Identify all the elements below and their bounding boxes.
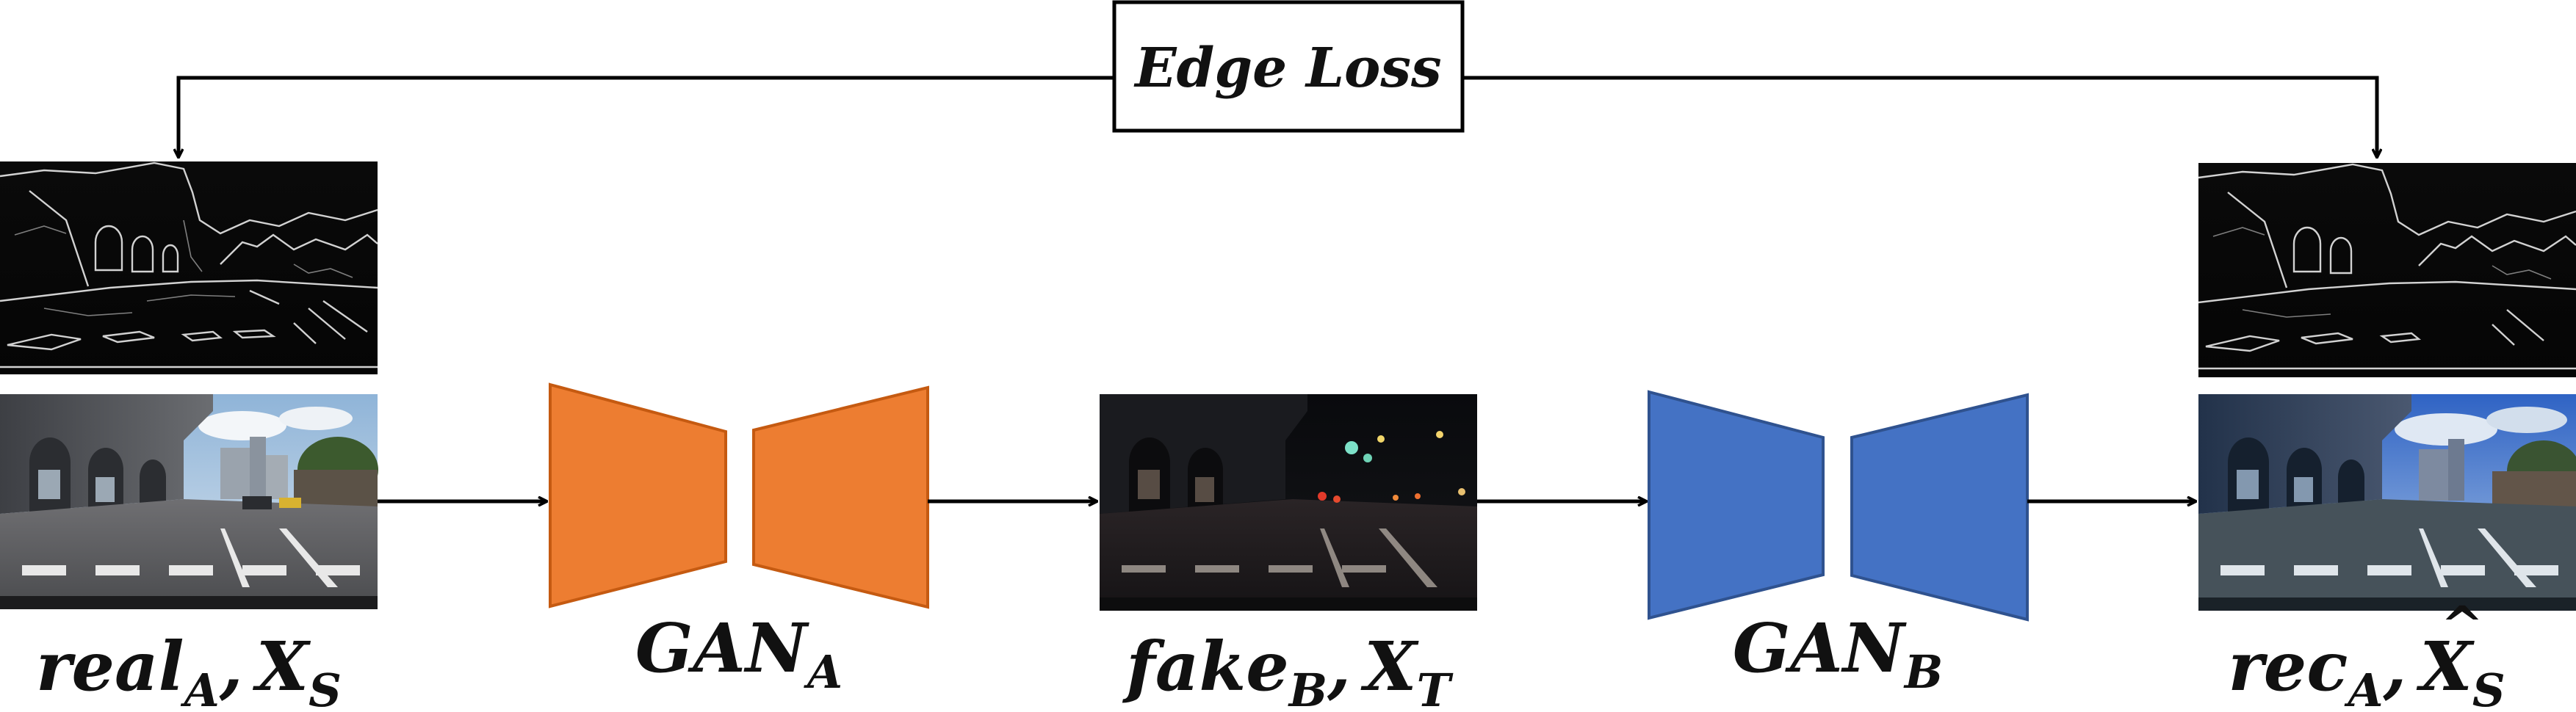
edge-map-real <box>0 161 378 374</box>
label-real-a: realA,XS <box>36 627 342 712</box>
gan-b-encoder <box>1648 390 1825 620</box>
rec-a-hat-accent: ^ <box>2441 595 2484 655</box>
label-gan-b: GANB <box>1733 609 1943 699</box>
gan-a-encoder <box>549 382 727 609</box>
edge-loss-box: Edge Loss <box>1112 0 1465 133</box>
gan-a-decoder <box>752 385 929 609</box>
edge-loss-connector-left <box>178 76 1114 157</box>
gan-b-network <box>1648 390 2029 622</box>
photo-real-a <box>0 394 378 609</box>
edge-map-rec <box>2198 163 2576 377</box>
gan-a-network <box>549 382 929 609</box>
edge-loss-label: Edge Loss <box>1133 37 1441 100</box>
label-fake-b: fakeB,XT <box>1122 627 1453 712</box>
photo-fake-b <box>1100 394 1477 611</box>
label-gan-a: GANA <box>635 609 843 699</box>
label-rec-a: recA,XS <box>2228 627 2505 712</box>
edge-loss-connector-right <box>1462 76 2377 157</box>
photo-rec-a <box>2198 394 2576 611</box>
gan-b-decoder <box>1850 393 2029 622</box>
